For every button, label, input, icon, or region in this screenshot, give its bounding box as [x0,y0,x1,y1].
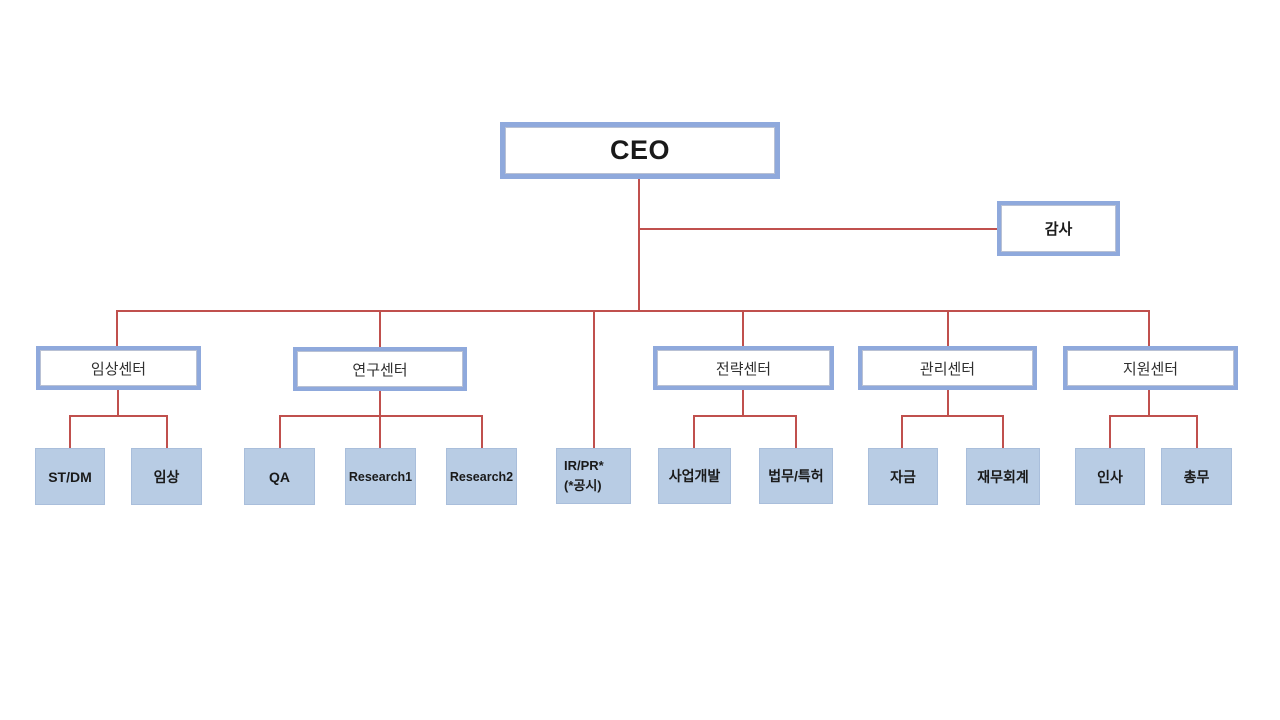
node-dept-clinical: 임상 [131,448,202,505]
connector-clinical-bar [69,415,168,417]
connector-drop-clinical [116,310,118,347]
connector-bus [116,310,1150,312]
node-dept-hr-label: 인사 [1097,468,1123,485]
connector-clinical-child2 [166,415,168,449]
node-center-research: 연구센터 [293,347,467,391]
connector-research-child3 [481,415,483,449]
node-dept-stdm: ST/DM [35,448,105,505]
node-center-strategy: 전략센터 [653,346,834,390]
connector-support-bar [1109,415,1198,417]
connector-drop-management [947,310,949,347]
node-center-clinical-label: 임상센터 [90,360,147,378]
node-dept-irpr-line2: (*공시) [564,478,602,493]
node-audit: 감사 [997,201,1120,256]
node-dept-irpr: IR/PR* (*공시) [556,448,631,504]
node-center-support-label: 지원센터 [1122,360,1179,378]
connector-research-child1 [279,415,281,449]
node-center-management: 관리센터 [858,346,1037,390]
node-dept-hr: 인사 [1075,448,1145,505]
connector-research-stem [379,391,381,448]
connector-strategy-stem [742,390,744,416]
node-dept-irpr-line1: IR/PR* [564,457,604,473]
node-dept-stdm-label: ST/DM [48,468,92,485]
node-dept-research1-label: Research1 [348,469,413,484]
node-dept-funds-label: 자금 [890,468,916,485]
connector-ceo-drop [638,179,640,311]
node-dept-finance: 재무회계 [966,448,1040,505]
connector-management-child2 [1002,415,1004,449]
connector-support-child2 [1196,415,1198,449]
connector-strategy-bar [693,415,797,417]
node-dept-funds: 자금 [868,448,938,505]
node-center-research-label: 연구센터 [352,361,408,379]
node-dept-research2-label: Research2 [449,469,514,484]
connector-management-child1 [901,415,903,449]
node-dept-bizdev-label: 사업개발 [668,468,721,484]
node-ceo-label: CEO [609,135,670,165]
node-dept-research2: Research2 [446,448,517,505]
node-dept-research1: Research1 [345,448,416,505]
connector-strategy-child1 [693,415,695,449]
connector-ceo-audit [639,228,998,230]
connector-drop-support [1148,310,1150,347]
node-center-strategy-label: 전략센터 [715,360,772,378]
connector-research-bar [279,415,482,417]
connector-drop-research [379,310,381,348]
node-ceo: CEO [500,122,780,179]
node-dept-general-label: 총무 [1183,468,1210,485]
connector-strategy-child2 [795,415,797,449]
node-dept-qa: QA [244,448,315,505]
connector-management-stem [947,390,949,416]
node-dept-legal: 법무/특허 [759,448,833,504]
connector-support-child1 [1109,415,1111,449]
node-center-clinical: 임상센터 [36,346,201,390]
node-dept-finance-label: 재무회계 [977,468,1029,485]
node-dept-clinical-label: 임상 [153,468,180,485]
connector-clinical-child1 [69,415,71,449]
node-dept-bizdev: 사업개발 [658,448,731,504]
node-dept-qa-label: QA [269,468,290,485]
node-audit-label: 감사 [1044,221,1073,238]
node-dept-legal-label: 법무/특허 [768,468,824,484]
node-center-management-label: 관리센터 [919,360,976,378]
connector-management-bar [901,415,1004,417]
connector-clinical-stem [117,389,119,416]
connector-drop-strategy [742,310,744,347]
connector-drop-irpr [593,310,595,448]
node-dept-general: 총무 [1161,448,1232,505]
node-center-support: 지원센터 [1063,346,1238,390]
connector-support-stem [1148,390,1150,416]
